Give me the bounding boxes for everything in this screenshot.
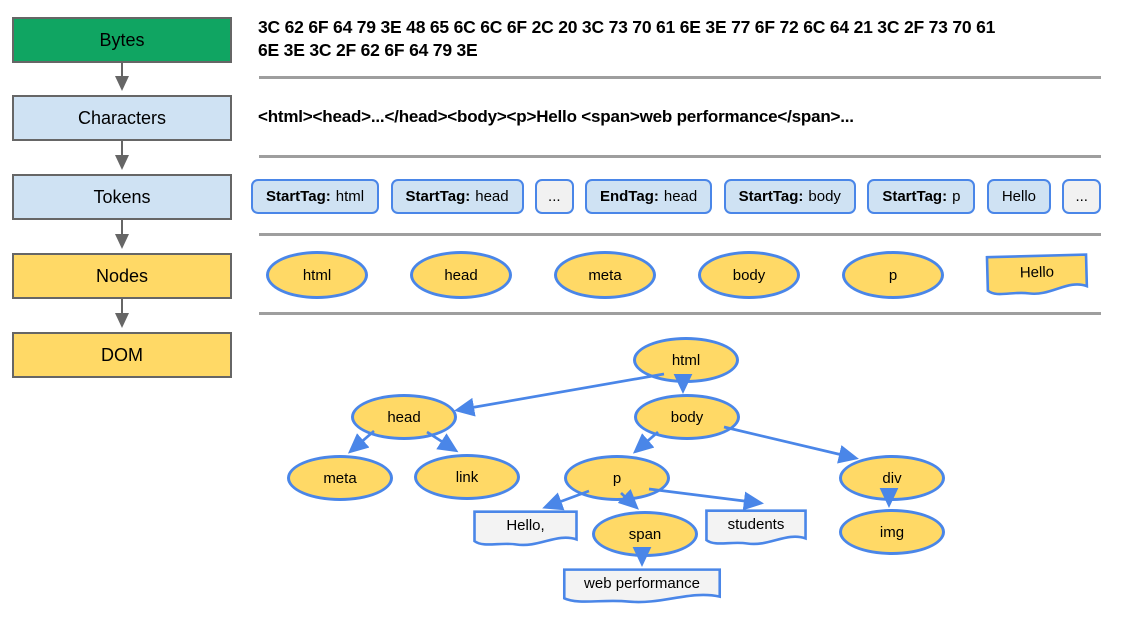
token-value: html bbox=[335, 188, 365, 205]
node-label: html bbox=[302, 266, 332, 284]
dom-node-label: Hello, bbox=[506, 517, 545, 534]
dom-node-meta: meta bbox=[287, 455, 393, 501]
stage-box-bytes: Bytes bbox=[12, 17, 232, 63]
node-label: Hello bbox=[1019, 263, 1055, 281]
node-label: p bbox=[888, 266, 898, 284]
node-ellipse-meta: meta bbox=[554, 251, 656, 299]
stage-box-dom: DOM bbox=[12, 332, 232, 378]
node-ellipse-html: html bbox=[266, 251, 368, 299]
token-value: head bbox=[663, 188, 698, 205]
token-box-starttag-html: StartTag: html bbox=[251, 179, 380, 214]
token-box-starttag-head: StartTag: head bbox=[390, 179, 524, 214]
token-box-endtag-head: EndTag: head bbox=[584, 179, 713, 214]
token-type-label: StartTag: bbox=[882, 188, 948, 205]
document-shape bbox=[473, 510, 578, 547]
bytes-hex-text: 3C 62 6F 64 79 3E 48 65 6C 6C 6F 2C 20 3… bbox=[258, 16, 1088, 62]
node-label: head bbox=[444, 266, 478, 284]
token-box-starttag-body: StartTag: body bbox=[723, 179, 856, 214]
stage-box-nodes: Nodes bbox=[12, 253, 232, 299]
token-type-label: StartTag: bbox=[738, 188, 804, 205]
token-value: p bbox=[952, 188, 961, 205]
stage-box-characters: Characters bbox=[12, 95, 232, 141]
tokens-row: StartTag: html StartTag: head ... EndTag… bbox=[251, 179, 1101, 214]
dom-node-span: span bbox=[592, 511, 698, 557]
document-shape bbox=[985, 253, 1088, 298]
dom-node-label: web performance bbox=[584, 574, 700, 592]
dom-textnode-students: students bbox=[705, 509, 807, 546]
divider-line bbox=[259, 312, 1101, 315]
dom-node-label: head bbox=[387, 408, 421, 426]
dom-node-label: students bbox=[727, 516, 785, 533]
dom-node-label: div bbox=[882, 469, 902, 487]
divider-line bbox=[259, 155, 1101, 158]
dom-node-img: img bbox=[839, 509, 945, 555]
dom-textnode-hello: Hello, bbox=[473, 510, 578, 547]
token-type-label: StartTag: bbox=[405, 188, 471, 205]
token-box-ellipsis: ... bbox=[1062, 179, 1101, 214]
token-box-ellipsis: ... bbox=[535, 179, 574, 214]
dom-node-html: html bbox=[633, 337, 739, 383]
stage-label: DOM bbox=[101, 344, 143, 365]
characters-markup-text: <html><head>...</head><body><p>Hello <sp… bbox=[258, 107, 854, 126]
stage-label: Tokens bbox=[93, 186, 151, 207]
node-ellipse-body: body bbox=[698, 251, 800, 299]
token-box-starttag-p: StartTag: p bbox=[867, 179, 976, 214]
dom-node-label: p bbox=[612, 469, 622, 487]
dom-node-label: span bbox=[628, 525, 662, 543]
node-document-hello: Hello bbox=[985, 253, 1088, 298]
stage-label: Nodes bbox=[95, 265, 149, 286]
token-type-label: EndTag: bbox=[599, 188, 659, 205]
dom-node-div: div bbox=[839, 455, 945, 501]
dom-node-label: link bbox=[455, 468, 479, 486]
bytes-hex-line2: 6E 3E 3C 2F 62 6F 64 79 3E bbox=[258, 40, 478, 60]
node-ellipse-p: p bbox=[842, 251, 944, 299]
document-shape bbox=[705, 509, 807, 546]
stage-box-tokens: Tokens bbox=[12, 174, 232, 220]
dom-node-head: head bbox=[351, 394, 457, 440]
stage-label: Characters bbox=[77, 107, 167, 128]
node-ellipse-head: head bbox=[410, 251, 512, 299]
token-value: Hello bbox=[1001, 188, 1037, 205]
bytes-hex-line1: 3C 62 6F 64 79 3E 48 65 6C 6C 6F 2C 20 3… bbox=[258, 17, 996, 37]
dom-textnode-web-performance: web performance bbox=[562, 568, 722, 604]
dom-node-label: body bbox=[670, 408, 704, 426]
token-value: head bbox=[475, 188, 509, 205]
document-shape bbox=[562, 568, 722, 604]
dom-node-body: body bbox=[634, 394, 740, 440]
token-box-hello: Hello bbox=[986, 179, 1052, 214]
dom-node-label: img bbox=[879, 523, 905, 541]
token-value: body bbox=[808, 188, 841, 205]
dom-node-label: meta bbox=[323, 469, 357, 487]
dom-node-p: p bbox=[564, 455, 670, 501]
token-type-label: StartTag: bbox=[266, 188, 331, 205]
node-label: meta bbox=[588, 266, 622, 284]
dom-node-link: link bbox=[414, 454, 520, 500]
stage-label: Bytes bbox=[99, 29, 145, 50]
divider-line bbox=[259, 76, 1101, 79]
token-value: ... bbox=[548, 188, 561, 205]
divider-line bbox=[259, 233, 1101, 236]
token-value: ... bbox=[1075, 188, 1088, 205]
dom-node-label: html bbox=[671, 351, 701, 369]
nodes-row: html head meta body p Hello bbox=[266, 251, 1088, 299]
node-label: body bbox=[732, 266, 766, 284]
